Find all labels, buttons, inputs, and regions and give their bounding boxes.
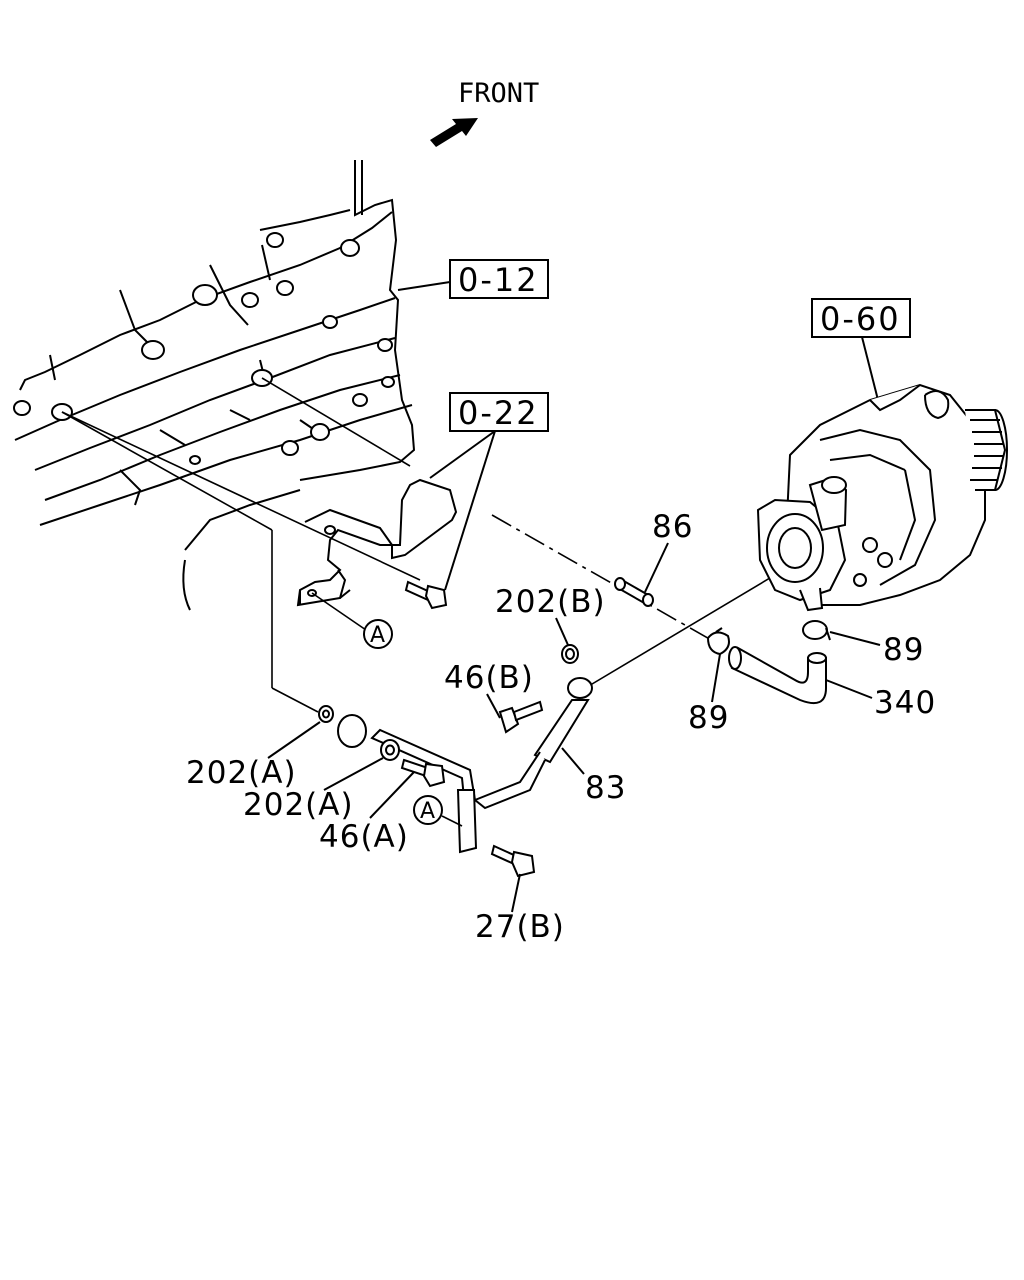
front-label: FRONT	[458, 78, 539, 109]
callout-202a-1: 202(A)	[186, 755, 297, 791]
part-46a: 46(A)	[319, 758, 446, 855]
elbow-hose	[728, 646, 827, 704]
part-83: 83	[337, 677, 626, 854]
bracket-bolt	[404, 580, 448, 610]
reference-label: 0-60	[820, 300, 901, 338]
part-202b: 202(B)	[495, 584, 606, 664]
callout-202b: 202(B)	[495, 584, 606, 620]
callout-46b: 46(B)	[444, 660, 534, 696]
reference-label: 0-22	[458, 394, 539, 432]
callout-27b: 27(B)	[475, 909, 565, 945]
vacuum-pump-assembly: 0-60	[756, 298, 1008, 612]
part-46b: 46(B)	[444, 660, 544, 734]
callout-86: 86	[652, 509, 693, 545]
part-340: 340	[728, 646, 936, 721]
part-202a-1: 202(A)	[186, 705, 334, 791]
pump-housing	[756, 476, 893, 612]
bracket-0-22	[296, 478, 458, 607]
oil-pipe	[337, 677, 593, 854]
part-27b: 27(B)	[475, 844, 565, 945]
reference-box-0-22[interactable]: 0-22	[429, 392, 549, 591]
union-fitting	[614, 577, 654, 607]
connector-marker-a-upper: A	[311, 592, 393, 649]
callout-89-upper: 89	[883, 632, 924, 668]
engine-bosses	[13, 232, 395, 465]
front-arrow-icon	[430, 118, 478, 147]
part-202a-2: 202(A)	[243, 739, 400, 823]
connector-marker-a-lower: A	[413, 795, 463, 827]
callout-46a: 46(A)	[319, 819, 409, 855]
centerlines	[491, 514, 781, 691]
front-indicator: FRONT	[430, 78, 539, 147]
marker-label: A	[370, 623, 385, 648]
reference-label: 0-12	[458, 261, 539, 299]
marker-label: A	[420, 799, 435, 824]
engine-leader-lines	[61, 377, 421, 713]
callout-89-lower: 89	[688, 700, 729, 736]
part-89-clamp-lower-left: 89	[688, 627, 730, 736]
reference-box-0-12[interactable]: 0-12	[397, 259, 549, 299]
callout-340: 340	[874, 685, 936, 721]
engine-block	[14, 160, 416, 611]
callout-83: 83	[585, 770, 626, 806]
part-89-clamp-right: 89	[802, 620, 924, 668]
part-86: 86	[614, 509, 693, 607]
callout-202a-2: 202(A)	[243, 787, 354, 823]
